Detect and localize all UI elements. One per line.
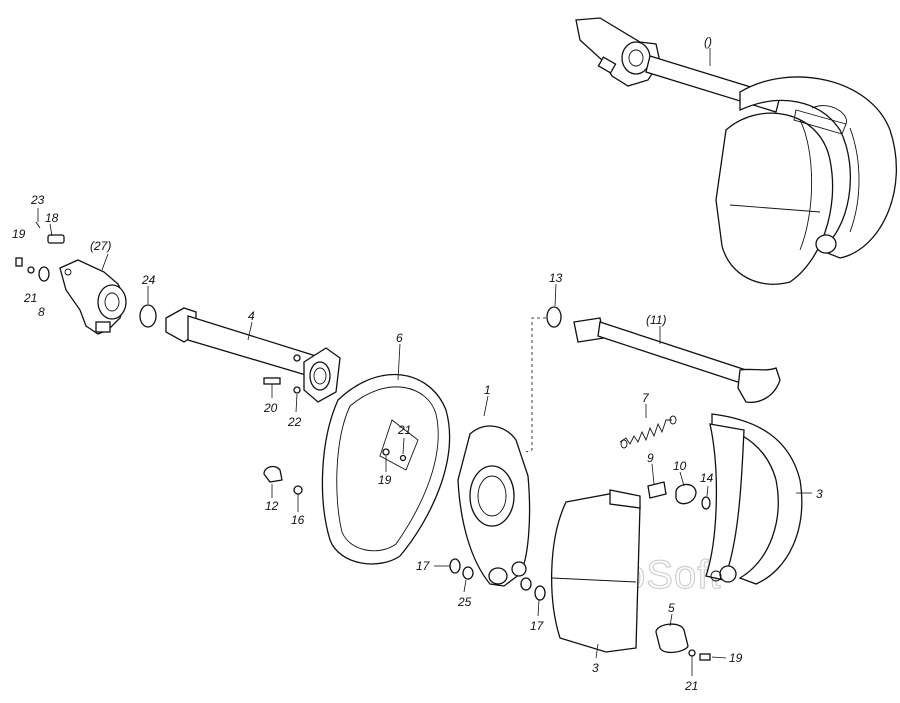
ring-14 (701, 496, 711, 510)
washer-21-a (27, 266, 35, 274)
camshaft-bracket-4 (165, 307, 341, 403)
roller-10 (675, 483, 697, 505)
nut-22 (293, 386, 301, 394)
spring-7 (619, 419, 672, 445)
callout-8: 8 (38, 305, 45, 319)
callout-19-b: 19 (378, 473, 392, 487)
callout-19-a: 19 (12, 227, 26, 241)
camshaft-11 (573, 317, 781, 404)
washer-21-c (688, 649, 696, 657)
anchor-pin-5 (655, 623, 689, 654)
callout-top-assembly: () (704, 35, 712, 49)
callout-20: 20 (263, 401, 278, 415)
callout-labels: () 23 18 19 (27) 21 8 24 4 20 22 6 21 19… (12, 35, 823, 693)
ring-24 (139, 304, 157, 328)
callout-4: 4 (248, 309, 255, 323)
callout-17-b: 17 (530, 619, 545, 633)
callout-21-c: 21 (684, 679, 698, 693)
callout-18: 18 (45, 211, 59, 225)
callout-10: 10 (673, 459, 687, 473)
roller-axle-9 (647, 481, 667, 499)
grease-fitting-19-a (15, 257, 23, 267)
cotter-pin-23 (35, 221, 41, 229)
callout-22: 22 (287, 415, 302, 429)
ring-17-inner (520, 577, 532, 591)
plug-12 (263, 465, 283, 483)
assembly-line (525, 317, 546, 453)
ring-13 (546, 306, 562, 328)
callout-24: 24 (141, 273, 156, 287)
callout-14: 14 (700, 471, 714, 485)
washer-17-b (534, 585, 546, 601)
callout-3-right: 3 (816, 487, 823, 501)
brake-shoe-3-right (705, 413, 803, 585)
callout-27: (27) (90, 239, 111, 253)
nut-16 (293, 485, 303, 495)
callout-11: (11) (646, 313, 666, 327)
washer-8 (38, 266, 50, 282)
seal-25 (462, 566, 474, 580)
pin-18 (47, 234, 65, 244)
brake-shoe-3-center (551, 489, 641, 653)
callout-12: 12 (265, 499, 279, 513)
callout-19-c: 19 (729, 651, 743, 665)
callout-21-a: 21 (23, 291, 37, 305)
callout-7: 7 (642, 391, 650, 405)
grease-fitting-19-c (699, 653, 711, 661)
brake-support-1 (457, 425, 531, 587)
washer-17-a (449, 558, 461, 574)
callout-17-a: 17 (416, 559, 431, 573)
callout-25: 25 (457, 595, 472, 609)
nut-21-b (399, 454, 407, 462)
callout-1: 1 (484, 383, 491, 397)
bolt-20 (263, 377, 281, 385)
callout-23: 23 (30, 193, 45, 207)
assembled-brake (575, 17, 898, 285)
callout-3-center: 3 (592, 661, 599, 675)
callout-21-b: 21 (397, 423, 411, 437)
callout-13: 13 (549, 271, 563, 285)
callout-9: 9 (647, 451, 654, 465)
callout-6: 6 (396, 331, 403, 345)
callout-16: 16 (291, 513, 305, 527)
callout-5: 5 (668, 601, 675, 615)
leader-lines (37, 48, 812, 676)
slack-adjuster-27 (59, 259, 127, 335)
